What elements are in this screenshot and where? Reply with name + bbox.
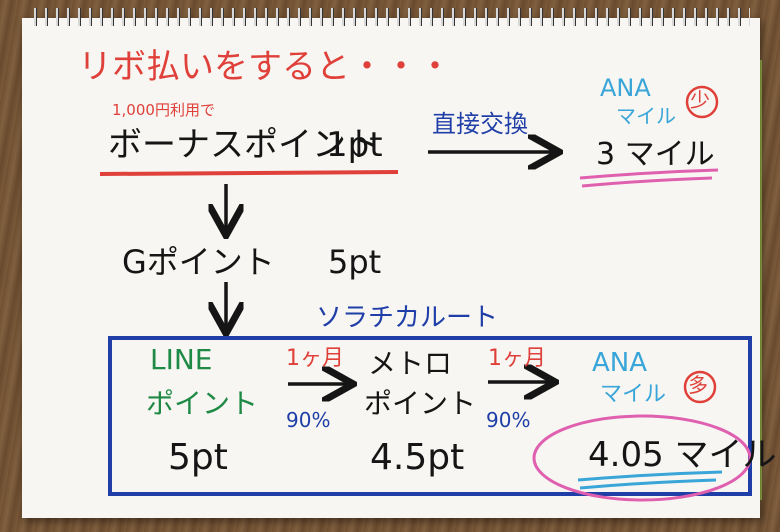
line-top: LINE <box>150 343 213 376</box>
ana-bottom-2: マイル <box>600 382 667 407</box>
metro-value: 4.5pt <box>370 437 465 478</box>
badge-few: 少 <box>690 88 710 112</box>
route-result: 4.05 マイル <box>588 435 777 475</box>
ana-top-2: ANA <box>592 348 648 378</box>
ana-top-1: ANA <box>600 74 651 102</box>
bonus-note: 1,000円利用で <box>112 101 215 119</box>
result-underline-1 <box>577 470 723 482</box>
result-highlight-ellipse <box>532 414 752 502</box>
bonus-underline <box>99 170 399 176</box>
g-point-label: Gポイント <box>122 243 275 281</box>
page-title: リボ払いをすると・・・ <box>78 47 452 87</box>
step2-period: 1ヶ月 <box>488 346 546 371</box>
g-point-value: 5pt <box>328 243 382 281</box>
badge-few-circle <box>685 85 719 119</box>
badge-many-circle <box>683 370 717 404</box>
three-miles-underline-1 <box>579 168 719 180</box>
line-value: 5pt <box>168 437 228 478</box>
bonus-value: 1pt <box>326 125 383 165</box>
result-underline-2 <box>579 478 717 490</box>
route-label: ソラチカルート <box>316 303 499 333</box>
badge-many: 多 <box>688 373 708 397</box>
line-bottom: ポイント <box>146 387 259 420</box>
step1-period: 1ヶ月 <box>286 346 344 371</box>
bonus-label: ボーナスポイント <box>108 125 380 165</box>
ana-bottom-1: マイル <box>616 104 676 128</box>
direct-exchange-label: 直接交換 <box>432 110 528 138</box>
sketchbook-page <box>22 18 760 518</box>
metro-top: メトロ <box>368 347 453 380</box>
metro-bottom: ポイント <box>364 387 477 420</box>
sorachika-box <box>108 336 752 496</box>
three-miles-underline-2 <box>581 176 713 188</box>
spiral-binding <box>30 8 750 26</box>
step1-rate: 90% <box>286 408 331 432</box>
direct-result: 3 マイル <box>596 137 715 172</box>
step2-rate: 90% <box>486 408 531 432</box>
